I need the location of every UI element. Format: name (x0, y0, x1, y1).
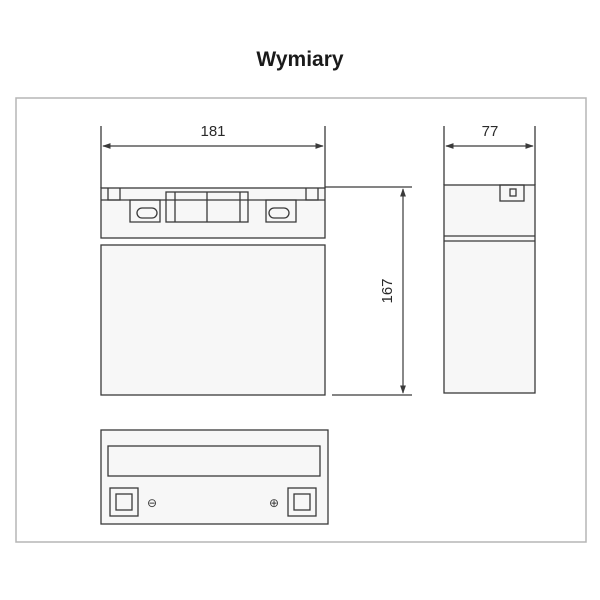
width-dimension-label: 77 (482, 123, 499, 140)
negative-terminal-symbol: ⊖ (147, 496, 157, 510)
left-terminal (109, 487, 139, 517)
drawing-frame (15, 97, 587, 543)
height-extension-lines (325, 186, 412, 396)
front-lid (100, 187, 326, 239)
side-body (443, 184, 536, 394)
right-terminal (287, 487, 317, 517)
page-title: Wymiary (256, 48, 344, 71)
front-body (100, 244, 326, 396)
positive-terminal-symbol: ⊕ (269, 496, 279, 510)
top-view (100, 429, 329, 525)
side-view (443, 126, 536, 394)
front-view (100, 126, 326, 396)
length-dimension-label: 181 (200, 123, 225, 140)
height-dimension-label: 167 (379, 278, 396, 303)
